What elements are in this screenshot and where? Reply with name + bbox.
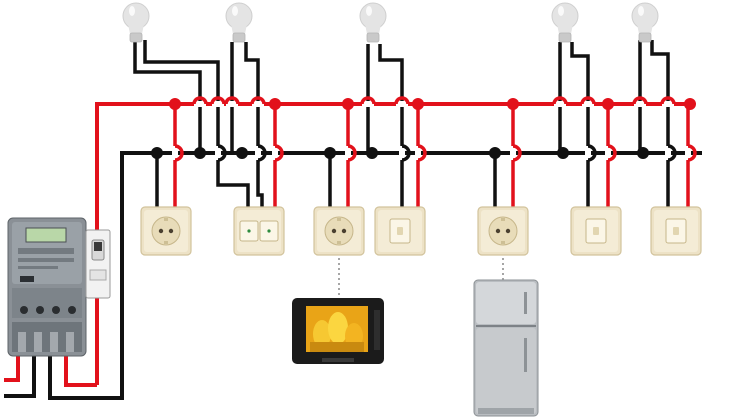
crossover-hop-live	[687, 144, 697, 162]
circuit-breaker-icon	[85, 229, 111, 299]
meter-live-out	[64, 352, 97, 387]
bulb-1-return	[143, 40, 250, 210]
crossover-hop-red	[552, 96, 568, 105]
neutral-junction-dot	[151, 147, 163, 159]
light-switch-icon	[570, 206, 622, 256]
crossover-hop-red	[250, 96, 266, 105]
bulb-3-return	[378, 44, 404, 210]
power-socket-icon	[477, 206, 529, 256]
neutral-junction-dot	[557, 147, 569, 159]
crossover-hop-neutral	[217, 144, 227, 162]
crossover-hop-red	[192, 96, 208, 105]
power-socket-icon	[140, 206, 192, 256]
crossover-hop-neutral	[257, 144, 267, 162]
neutral-junction-dot	[194, 147, 206, 159]
supply-neutral-in	[4, 352, 36, 398]
light-bulb-icon	[551, 2, 579, 43]
double-light-switch-icon	[233, 206, 285, 256]
neutral-bus	[120, 151, 702, 395]
crossover-hop-neutral	[587, 144, 597, 162]
crossover-hop-red	[632, 96, 648, 105]
live-junction-dot	[169, 98, 181, 110]
crossover-hops	[172, 96, 697, 162]
crossover-hop-live	[347, 144, 357, 162]
light-bulb-icon	[122, 2, 150, 43]
crossover-hop-red	[360, 96, 376, 105]
neutral-junction-dot	[324, 147, 336, 159]
power-socket-icon	[313, 206, 365, 256]
crossover-hop-live	[274, 144, 284, 162]
crossover-hop-red	[580, 96, 596, 105]
live-junction-dot	[412, 98, 424, 110]
light-bulb-icon	[359, 2, 387, 43]
meter-display	[25, 227, 67, 243]
television-icon	[292, 298, 384, 364]
crossover-hop-red	[660, 96, 676, 105]
ceiling-bulbs	[122, 2, 659, 43]
supply-live-in	[4, 352, 20, 382]
crossover-hop-live	[174, 144, 184, 162]
bulb-1-feed	[133, 40, 202, 153]
refrigerator-icon	[473, 279, 539, 417]
junction-dots	[151, 98, 696, 159]
neutral-junction-dot	[236, 147, 248, 159]
crossover-hop-red	[394, 96, 410, 105]
neutral-main-wire	[120, 151, 702, 395]
light-bulb-icon	[631, 2, 659, 43]
bulb-5-return	[650, 40, 670, 210]
meter-neutral-out	[48, 352, 124, 400]
live-junction-dot	[602, 98, 614, 110]
energy-meter-icon	[7, 217, 87, 357]
crossover-hop-neutral	[401, 144, 411, 162]
appliance-leads	[338, 258, 504, 300]
bulb-4-return	[570, 42, 590, 210]
neutral-junction-dot	[637, 147, 649, 159]
live-junction-dot	[269, 98, 281, 110]
light-bulb-icon	[225, 2, 253, 43]
lamp-wiring	[133, 40, 670, 210]
light-switch-icon	[650, 206, 702, 256]
live-junction-dot	[342, 98, 354, 110]
crossover-hop-red	[210, 96, 226, 105]
live-junction-dot	[507, 98, 519, 110]
crossover-hop-live	[607, 144, 617, 162]
light-switch-icon	[374, 206, 426, 256]
crossover-hop-neutral	[667, 144, 677, 162]
crossover-hop-red	[224, 96, 240, 105]
crossover-hop-live	[512, 144, 522, 162]
crossover-hop-live	[417, 144, 427, 162]
neutral-junction-dot	[366, 147, 378, 159]
neutral-junction-dot	[489, 147, 501, 159]
live-junction-dot	[684, 98, 696, 110]
wall-devices	[140, 206, 702, 256]
bulb-2-return	[244, 42, 264, 210]
